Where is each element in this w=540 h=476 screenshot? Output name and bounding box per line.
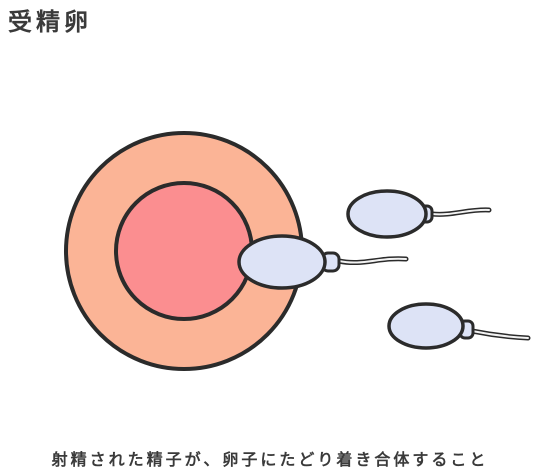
egg-nucleus (114, 181, 254, 321)
sperm-cell-icon (346, 189, 492, 239)
sperm-head (387, 302, 465, 350)
sperm-head (346, 189, 428, 239)
page-title: 受精卵 (8, 8, 92, 36)
sperm-cell-icon (387, 302, 531, 350)
sperm-head (237, 234, 327, 290)
caption-text: 射精された精子が、卵子にたどり着き合体すること (51, 450, 489, 469)
sperm-cell-icon (237, 234, 409, 290)
